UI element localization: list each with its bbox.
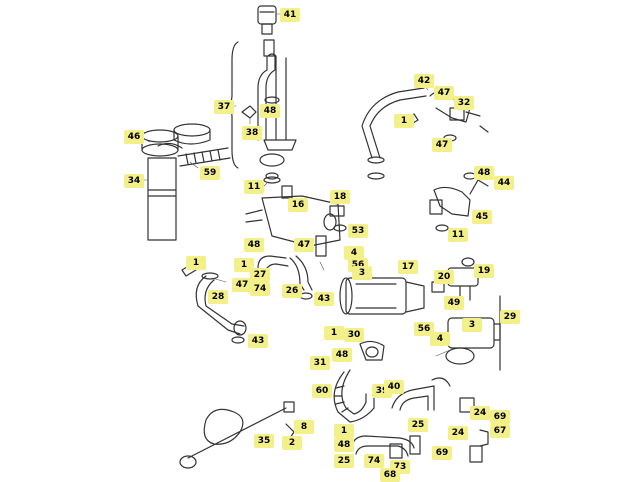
part-number-p16: 16 [288,198,308,212]
clip-18 [329,205,345,217]
seal-53 [333,224,347,232]
part-number-p67: 67 [490,424,510,438]
part-number-p4a: 4 [344,246,364,260]
part-number-p59: 59 [200,166,220,180]
siphon-head-46 [157,123,211,149]
part-number-p48e: 48 [334,438,354,452]
part-number-p28: 28 [208,290,228,304]
part-number-p47b: 47 [432,138,452,152]
part-number-p53: 53 [348,224,368,238]
part-number-p30: 30 [344,328,364,342]
part-number-p31: 31 [310,356,330,370]
part-number-p8: 8 [294,420,314,434]
part-number-p27: 27 [250,268,270,282]
part-number-p1c: 1 [234,258,254,272]
fitting-lower-right [459,397,489,463]
part-number-p1b: 1 [186,256,206,270]
air-vent-part [257,5,277,35]
pump-17 [339,277,425,315]
part-number-p43b: 43 [248,334,268,348]
manifold-16 [245,185,341,257]
part-number-p29: 29 [500,310,520,324]
part-number-p25a: 25 [408,418,428,432]
part-number-p74a: 74 [250,282,270,296]
part-number-p48d: 48 [332,348,352,362]
part-number-p26: 26 [282,284,302,298]
part-number-p3a: 3 [352,266,372,280]
part-number-p4b: 4 [430,332,450,346]
corrugated-hose-60 [333,369,375,423]
part-number-p37: 37 [214,100,234,114]
part-number-p44: 44 [494,176,514,190]
part-number-p1a: 1 [394,114,414,128]
sensor-35 [179,401,295,469]
part-number-p48c: 48 [474,166,494,180]
part-number-p46: 46 [124,130,144,144]
pipe-lower [351,435,415,457]
cylinder-34 [141,129,179,241]
hose-26 [289,255,313,291]
part-number-p34: 34 [124,174,144,188]
part-number-p47c: 47 [294,238,314,252]
part-number-p68: 68 [380,468,400,482]
pipe-25 [391,377,451,411]
part-number-p41: 41 [280,8,300,22]
seal-43-left [231,336,245,344]
part-number-p18: 18 [330,190,350,204]
part-number-p43a: 43 [314,292,334,306]
part-number-p69: 69 [490,410,510,424]
part-number-p74b: 74 [364,454,384,468]
part-number-p69b: 69 [432,446,452,460]
part-number-p48b: 48 [244,238,264,252]
part-number-p40: 40 [384,380,404,394]
part-number-p35: 35 [254,434,274,448]
part-number-p1d: 1 [324,326,344,340]
part-number-p47a: 47 [434,86,454,100]
corrugated-hose-59 [177,147,231,167]
part-number-p42: 42 [414,74,434,88]
part-number-p32: 32 [454,96,474,110]
part-number-p25b: 25 [334,454,354,468]
part-number-p11b: 11 [448,228,468,242]
part-number-p2: 2 [282,436,302,450]
part-number-p17: 17 [398,260,418,274]
part-number-p60: 60 [312,384,332,398]
part-number-p48a: 48 [260,104,280,118]
fitting-68 [389,435,421,459]
fitting-30 [359,340,385,361]
part-number-p56b: 56 [414,322,434,336]
part-number-p3b: 3 [462,318,482,332]
part-number-p1e: 1 [334,424,354,438]
pipe-42 [361,87,427,180]
seal-11a [263,176,281,184]
pipe-28 [195,272,247,336]
part-number-p38: 38 [242,126,262,140]
part-number-p45: 45 [472,210,492,224]
clip-38 [241,105,257,119]
part-number-p20: 20 [434,270,454,284]
vertical-pipe-assembly [257,39,297,180]
part-number-p47d: 47 [232,278,252,292]
part-number-p11a: 11 [244,180,264,194]
part-number-p49: 49 [444,296,464,310]
part-number-p24b: 24 [448,426,468,440]
part-number-p19: 19 [474,264,494,278]
part-number-p24a: 24 [470,406,490,420]
